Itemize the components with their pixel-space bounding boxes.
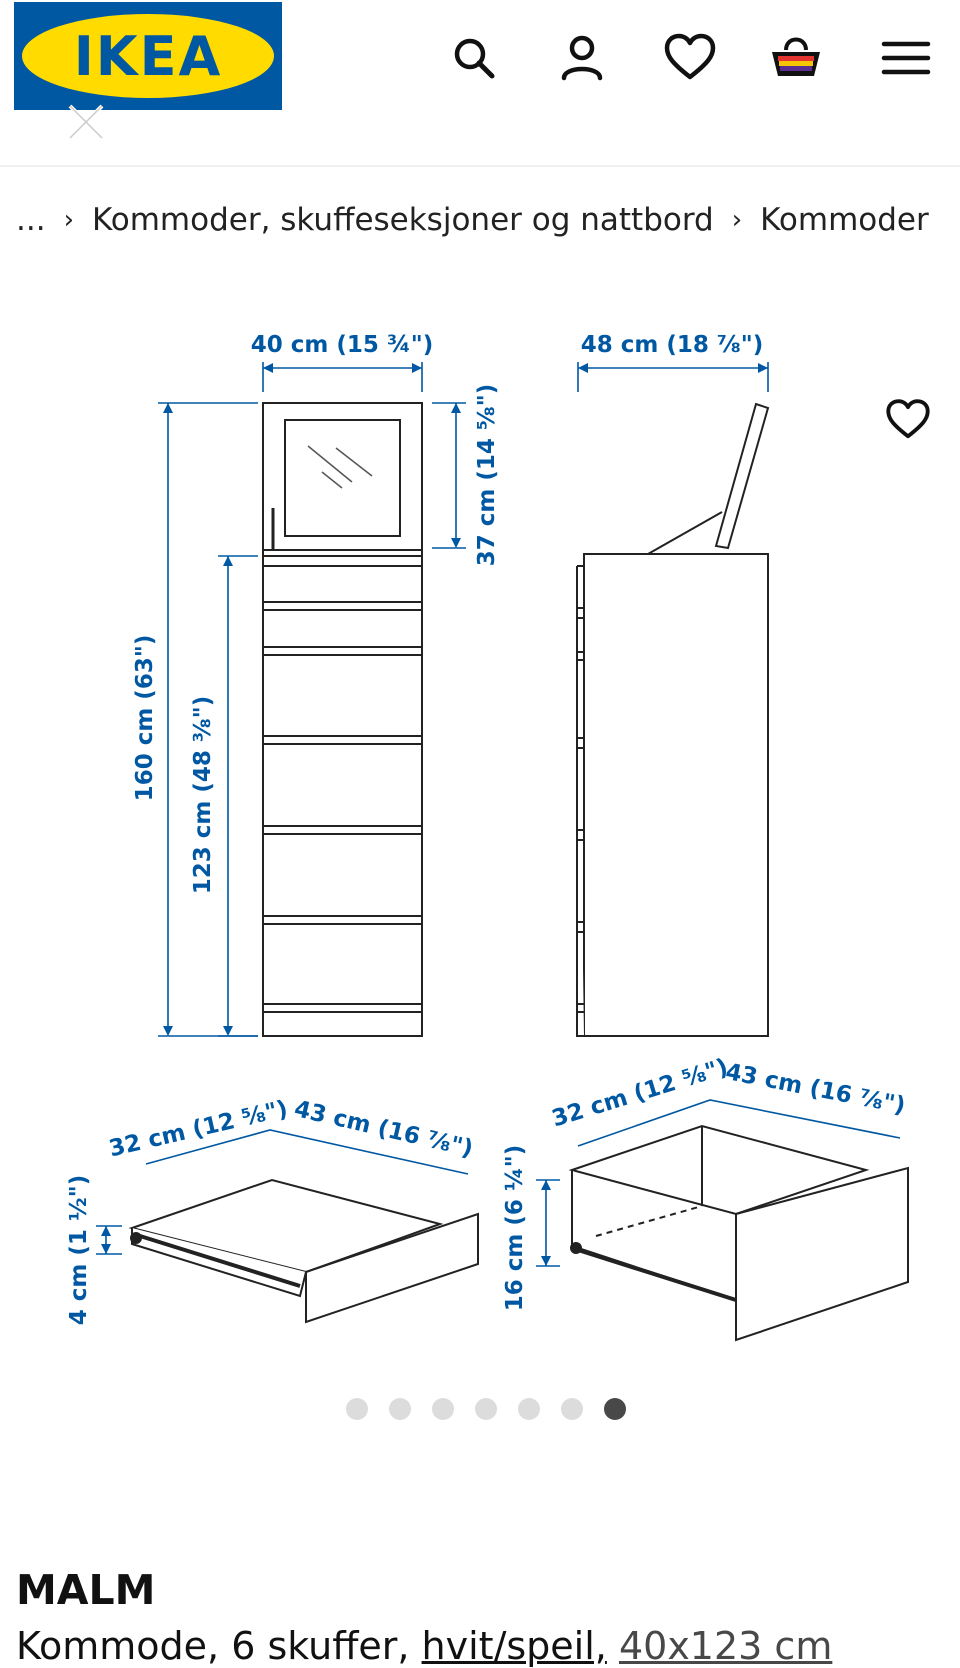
breadcrumb-item-1[interactable]: Kommoder, skuffeseksjoner og nattbord [91, 202, 714, 238]
product-type: Kommode, 6 skuffer, [16, 1624, 410, 1668]
menu-icon[interactable] [878, 30, 934, 86]
carousel-dot-active[interactable] [604, 1398, 626, 1420]
carousel-dot[interactable] [518, 1398, 540, 1420]
carousel-dot[interactable] [432, 1398, 454, 1420]
add-to-favourites-heart-icon[interactable] [884, 396, 932, 444]
search-icon[interactable] [446, 30, 502, 86]
carousel-dot[interactable] [475, 1398, 497, 1420]
total-height-label: 160 cm (63") [132, 635, 158, 802]
product-description: Kommode, 6 skuffer, hvit/speil, 40x123 c… [16, 1624, 832, 1668]
breadcrumb: ... › Kommoder, skuffeseksjoner og nattb… [16, 202, 929, 238]
product-variant-link[interactable]: hvit/speil, [421, 1624, 607, 1668]
breadcrumb-ellipsis[interactable]: ... [16, 202, 46, 238]
product-name: MALM [16, 1566, 156, 1614]
heart-icon[interactable] [662, 30, 718, 86]
carousel-dot[interactable] [561, 1398, 583, 1420]
large-drawer-width-label: 32 cm (12 ⅝") [549, 1054, 731, 1132]
breadcrumb-item-2[interactable]: Kommoder [760, 202, 929, 238]
side-depth-label: 48 cm (18 ⅞") [581, 332, 763, 358]
basket-icon[interactable] [768, 30, 824, 86]
user-icon[interactable] [554, 30, 610, 86]
small-drawer-height-label: 4 cm (1 ½") [66, 1175, 92, 1325]
site-header: IKEA [0, 0, 960, 160]
header-divider [0, 165, 960, 167]
product-dimension-image[interactable]: 40 cm (15 ¾") 48 cm (18 ⅞") 160 cm (63")… [0, 300, 960, 1350]
chevron-right-icon: › [731, 205, 743, 235]
product-size-link[interactable]: 40x123 cm [618, 1624, 833, 1668]
carousel-pagination [346, 1398, 626, 1420]
large-drawer-depth-label: 43 cm (16 ⅞") [723, 1059, 907, 1119]
small-drawer-width-label: 32 cm (12 ⅝") [107, 1096, 291, 1162]
carousel-dot[interactable] [389, 1398, 411, 1420]
body-height-label: 123 cm (48 ⅜") [190, 696, 216, 894]
chevron-right-icon: › [63, 205, 74, 235]
carousel-dot[interactable] [346, 1398, 368, 1420]
logo-text: IKEA [73, 24, 223, 88]
close-icon[interactable] [66, 102, 106, 142]
small-drawer-depth-label: 43 cm (16 ⅞") [292, 1096, 476, 1162]
mirror-height-label: 37 cm (14 ⅝") [474, 384, 500, 566]
large-drawer-height-label: 16 cm (6 ¼") [502, 1145, 528, 1311]
front-width-label: 40 cm (15 ¾") [251, 332, 433, 358]
logo-oval [22, 14, 274, 98]
ikea-logo[interactable]: IKEA [14, 2, 282, 110]
